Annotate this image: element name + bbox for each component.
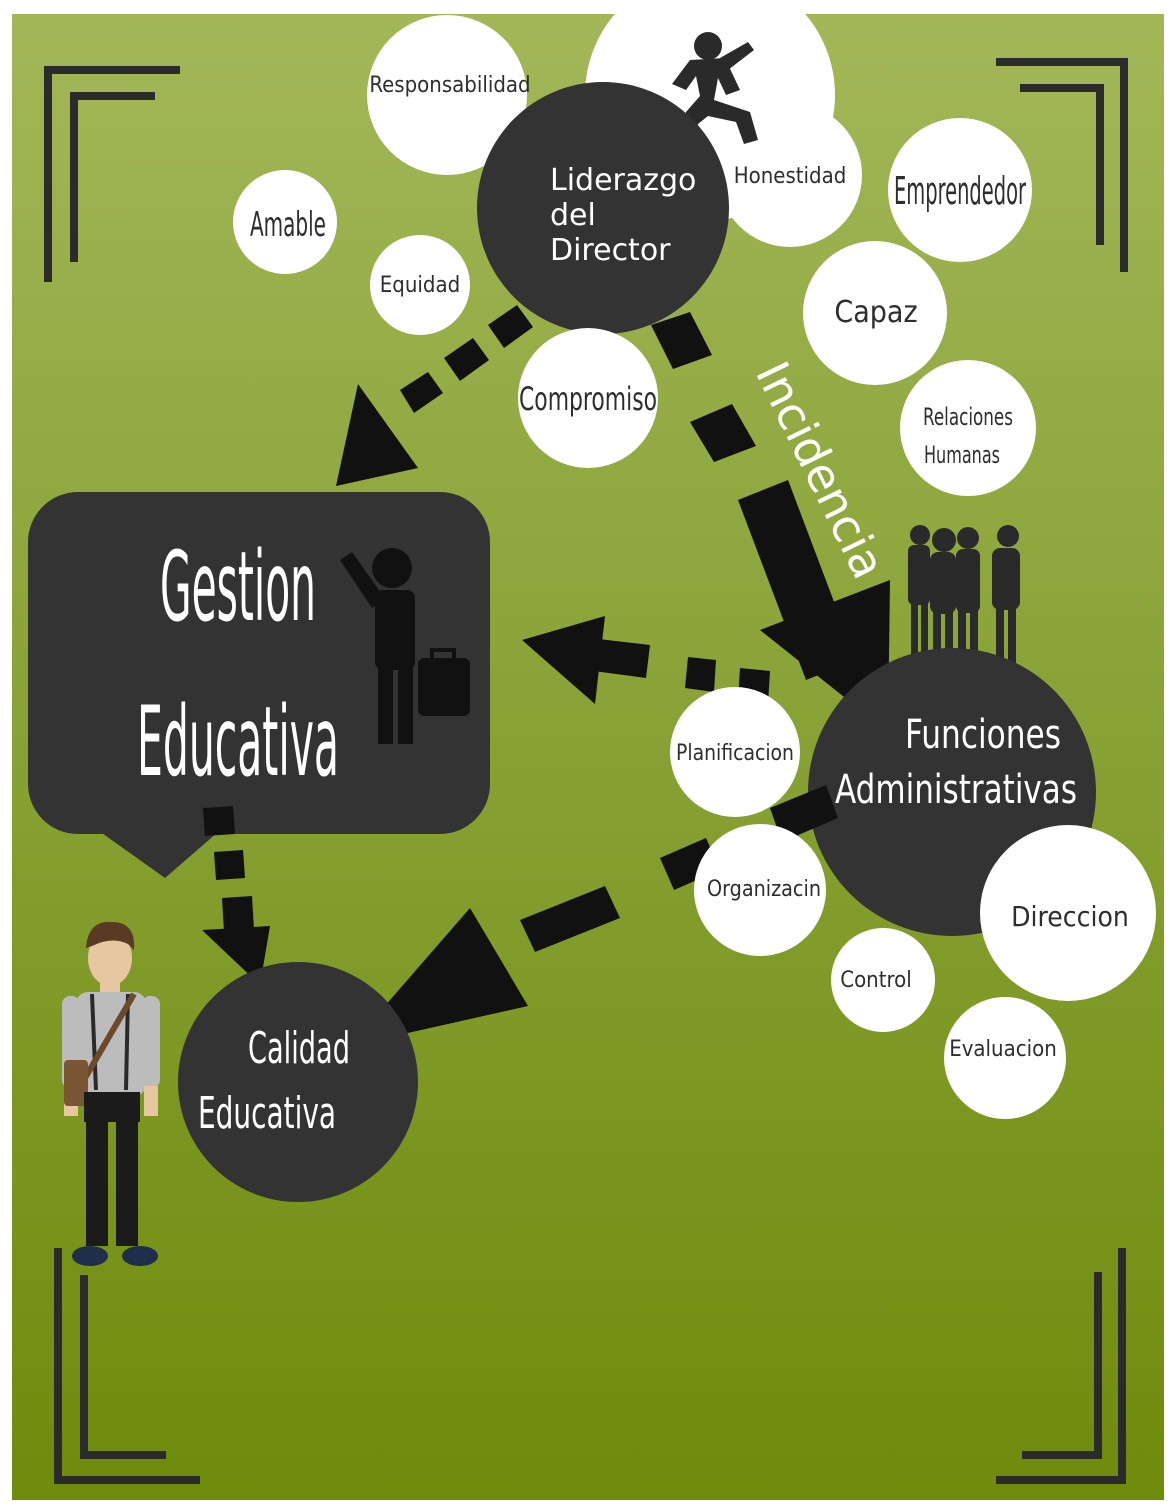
funciones-line2: Administrativas <box>835 767 1077 813</box>
funciones-line1: Funciones <box>905 712 1061 758</box>
frame-top-left <box>44 66 180 282</box>
bubble-control <box>831 928 935 1032</box>
bubble-equidad <box>370 235 470 335</box>
teacher-with-briefcase-icon <box>340 548 470 744</box>
function-control: Control <box>840 968 912 993</box>
gestion-line2: Educativa <box>137 686 339 798</box>
bubble-emprendedor <box>888 118 1032 262</box>
liderazgo-line3: Director <box>550 233 671 268</box>
trait-amable: Amable <box>250 205 326 245</box>
node-liderazgo <box>477 82 729 334</box>
bubble-planificacion <box>670 687 800 817</box>
frame-bottom-left <box>54 1248 200 1484</box>
group-of-people-icon <box>908 525 1020 664</box>
trait-emprendedor: Emprendedor <box>894 169 1027 213</box>
bubble-evaluacion <box>944 997 1066 1119</box>
function-direccion: Direccion <box>1011 900 1129 933</box>
bubble-compromiso <box>518 328 658 468</box>
function-evaluacion: Evaluacion <box>949 1037 1057 1062</box>
trait-equidad: Equidad <box>380 273 460 298</box>
student-figure-icon <box>62 921 160 1266</box>
corner-frames <box>44 58 1128 1484</box>
trait-relaciones-line2: Humanas <box>924 441 1000 469</box>
trait-capaz: Capaz <box>834 295 917 330</box>
function-organizacion: Organizacin <box>707 877 821 902</box>
function-planificacion: Planificacion <box>676 741 794 766</box>
bubble-relaciones <box>900 360 1036 496</box>
bubble-capaz <box>803 241 947 385</box>
arrow-gestion-to-calidad <box>202 806 270 985</box>
bubble-organizacion <box>694 824 826 956</box>
frame-bottom-right <box>996 1248 1126 1484</box>
trait-relaciones-line1: Relaciones <box>923 403 1013 431</box>
liderazgo-line2: del <box>550 198 596 233</box>
trait-responsabilidad: Responsabilidad <box>369 73 530 98</box>
calidad-line1: Calidad <box>248 1023 350 1074</box>
bubble-responsabilidad <box>367 15 527 175</box>
bubble-direccion <box>980 825 1156 1001</box>
trait-compromiso: Compromiso <box>519 380 657 418</box>
liderazgo-line1: Liderazgo <box>550 163 696 198</box>
gestion-line1: Gestion <box>160 531 316 643</box>
node-calidad <box>178 962 418 1202</box>
frame-top-right <box>996 58 1128 272</box>
bubble-amable <box>233 170 337 274</box>
arrow-liderazgo-to-gestion <box>336 305 533 486</box>
calidad-line2: Educativa <box>198 1088 336 1139</box>
trait-honestidad: Honestidad <box>734 164 847 189</box>
